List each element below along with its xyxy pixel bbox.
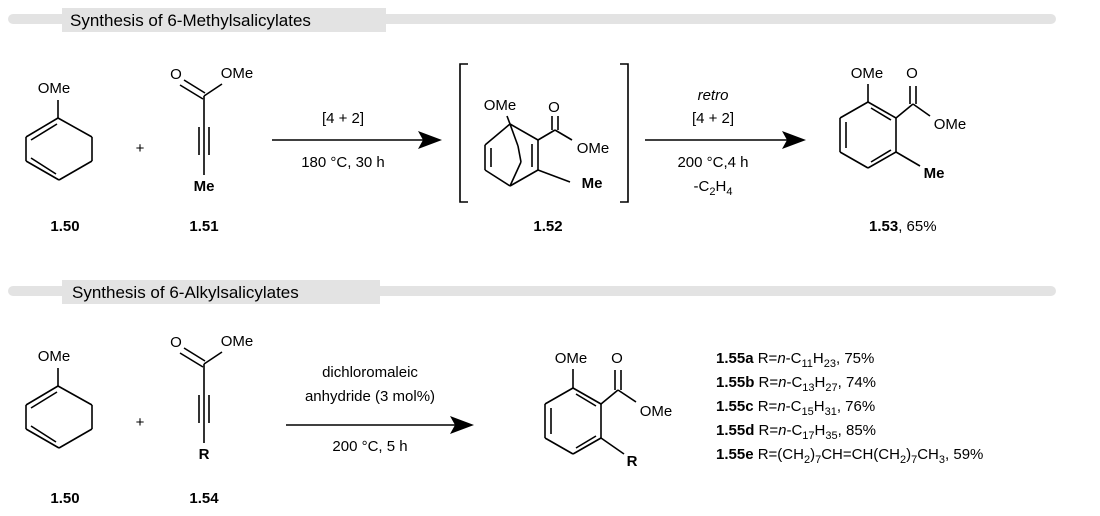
compound-id-1-50: 1.50 (50, 218, 79, 235)
arrow-label-catalyst-line1: dichloromaleic (322, 364, 418, 381)
structure-product-1-55: OMe O OMe R (544, 350, 673, 470)
compound-id-1-52: 1.52 (533, 218, 562, 235)
bracket-left (459, 63, 468, 203)
reaction-arrow-2: retro [4 + 2] 200 °C,4 h -C2H4 (645, 87, 806, 198)
atom-label-me: Me (194, 178, 215, 195)
compound-id-1-51: 1.51 (189, 218, 218, 235)
arrow-label-above: [4 + 2] (692, 110, 734, 127)
atom-label-o: O (170, 66, 182, 83)
product-entry-1-55e: 1.55e R=(CH2)7CH=CH(CH2)7CH3, 59% (716, 446, 983, 466)
plus-sign: + (136, 414, 145, 431)
atom-label-ome: OMe (851, 65, 884, 82)
structure-alkyne-1-54: O OMe R (170, 333, 253, 463)
atom-label-ome: OMe (577, 140, 610, 157)
reaction-arrow-1: [4 + 2] 180 °C, 30 h (272, 110, 442, 171)
atom-label-o: O (611, 350, 623, 367)
arrow-label-below: 180 °C, 30 h (301, 154, 385, 171)
compound-id-1-50: 1.50 (50, 490, 79, 507)
atom-label-me: Me (582, 175, 603, 192)
arrow-label-catalyst-line2: anhydride (3 mol%) (305, 388, 435, 405)
arrow-label-ethylene: -C2H4 (694, 178, 733, 198)
bracket-right (620, 63, 629, 203)
plus-sign: + (136, 140, 145, 157)
atom-label-ome: OMe (934, 116, 967, 133)
product-entry-1-55c: 1.55c R=n-C15H31, 76% (716, 398, 875, 418)
atom-label-o: O (170, 334, 182, 351)
product-entry-1-55b: 1.55b R=n-C13H27, 74% (716, 374, 876, 394)
arrow-label-below: 200 °C,4 h (677, 154, 748, 171)
product-list: 1.55a R=n-C11H23, 75% 1.55b R=n-C13H27, … (716, 350, 983, 466)
atom-label-ome: OMe (555, 350, 588, 367)
section-header-methylsalicylates: Synthesis of 6-Methylsalicylates (8, 8, 1056, 32)
product-entry-1-55d: 1.55d R=n-C17H35, 85% (716, 422, 876, 442)
section-header-alkylsalicylates: Synthesis of 6-Alkylsalicylates (8, 280, 1056, 304)
atom-label-ome: OMe (221, 65, 254, 82)
structure-diene-1-50: OMe (25, 348, 93, 449)
arrow-label-above: [4 + 2] (322, 110, 364, 127)
atom-label-r: R (199, 446, 210, 463)
arrow-label-below: 200 °C, 5 h (332, 438, 407, 455)
atom-label-ome: OMe (38, 80, 71, 97)
atom-label-o: O (548, 99, 560, 116)
compound-id-1-54: 1.54 (189, 490, 219, 507)
section-title: Synthesis of 6-Methylsalicylates (70, 11, 311, 30)
atom-label-ome: OMe (484, 97, 517, 114)
atom-label-ome: OMe (38, 348, 71, 365)
reaction-arrow-3: dichloromaleic anhydride (3 mol%) 200 °C… (286, 364, 474, 455)
compound-id-1-53: 1.53, 65% (869, 218, 937, 235)
structure-alkyne-1-51: O OMe Me (170, 65, 253, 195)
atom-label-ome: OMe (221, 333, 254, 350)
section-title: Synthesis of 6-Alkylsalicylates (72, 283, 299, 302)
structure-intermediate-1-52: OMe O OMe Me (484, 97, 610, 192)
atom-label-ome: OMe (640, 403, 673, 420)
structure-product-1-53: OMe O OMe Me (839, 65, 967, 182)
atom-label-o: O (906, 65, 918, 82)
atom-label-r: R (627, 453, 638, 470)
structure-diene-1-50: OMe (25, 80, 93, 181)
product-entry-1-55a: 1.55a R=n-C11H23, 75% (716, 350, 874, 370)
arrow-label-retro: retro (698, 87, 729, 104)
atom-label-me: Me (924, 165, 945, 182)
